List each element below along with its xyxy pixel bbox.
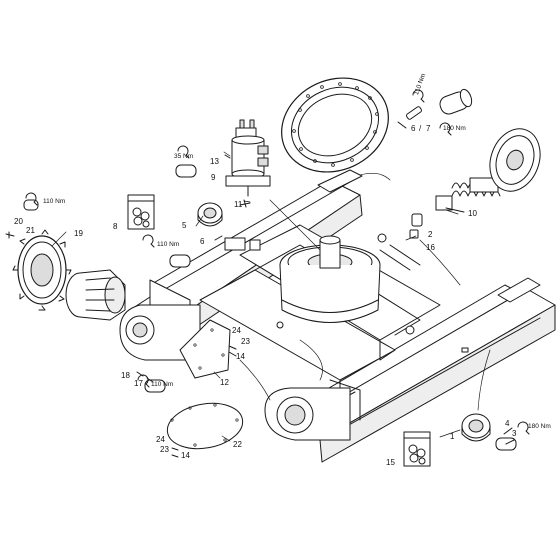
callout-15: 15 xyxy=(386,458,395,467)
callout-18: 18 xyxy=(121,371,130,380)
callout-17: 17 xyxy=(134,379,143,388)
callout-slash: / xyxy=(419,124,422,133)
travel-motor xyxy=(65,269,126,321)
leader-lines xyxy=(51,151,491,442)
callout-2: 2 xyxy=(428,230,433,239)
callout-1: 1 xyxy=(450,432,455,441)
callout-21: 21 xyxy=(26,226,35,235)
callout-6b: 6 xyxy=(411,124,416,133)
callout-3: 3 xyxy=(512,429,517,438)
track-tensioner xyxy=(435,177,501,211)
link-pin xyxy=(406,106,422,120)
callout-22: 22 xyxy=(233,440,242,449)
callout-12: 12 xyxy=(220,378,229,387)
callout-4: 4 xyxy=(505,419,510,428)
callout-8: 8 xyxy=(113,222,118,231)
torque-label-110-roller: 110 Nm xyxy=(157,241,180,248)
callout-23b: 23 xyxy=(160,445,169,454)
seal-kit-15 xyxy=(403,431,431,467)
callout-7: 7 xyxy=(426,124,431,133)
callout-6: 6 xyxy=(200,237,205,246)
torque-label-110-sprocket: 110 Nm xyxy=(43,198,66,205)
callout-24: 24 xyxy=(232,326,241,335)
callout-16: 16 xyxy=(426,243,435,252)
seal-kit-8 xyxy=(127,194,155,230)
rotary-joint xyxy=(225,119,271,197)
small-parts xyxy=(5,121,517,458)
torque-label-110-cover: 110 Nm xyxy=(151,381,174,388)
drive-sprocket xyxy=(12,229,72,311)
callout-14: 14 xyxy=(236,352,245,361)
callout-14b: 14 xyxy=(181,451,190,460)
carrier-roller-upper xyxy=(197,202,223,227)
torque-icons xyxy=(25,89,530,435)
callout-19: 19 xyxy=(74,229,83,238)
callout-11: 11 xyxy=(234,200,243,209)
torque-label-180-roller: 180 Nm xyxy=(528,423,551,430)
cover-plate-12 xyxy=(179,319,231,379)
callout-23: 23 xyxy=(241,337,250,346)
callout-9: 9 xyxy=(211,173,216,182)
callout-13: 13 xyxy=(210,157,219,166)
grease-cylinder xyxy=(439,88,473,115)
callout-20: 20 xyxy=(14,217,23,226)
callout-10: 10 xyxy=(468,209,477,218)
torque-label-180-idler: 180 Nm xyxy=(443,125,466,132)
idler-wheel xyxy=(489,128,541,192)
slewing-ring xyxy=(281,77,389,173)
callout-24b: 24 xyxy=(156,435,165,444)
torque-label-35: 35 Nm xyxy=(174,153,194,160)
carrier-roller-lower xyxy=(461,413,491,442)
callout-5: 5 xyxy=(182,221,187,230)
undercarriage-frame xyxy=(119,169,556,463)
